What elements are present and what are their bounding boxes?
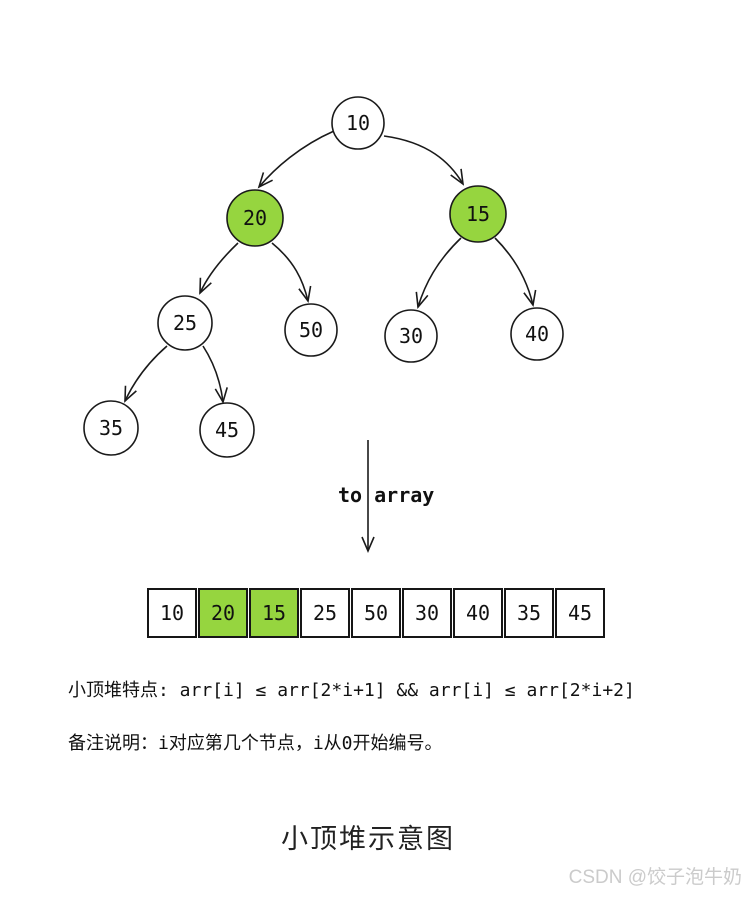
array-cell: 30: [402, 588, 452, 638]
tree-node-15: 15: [449, 185, 507, 243]
node-value: 15: [466, 202, 490, 226]
index-remark-note: 备注说明：i对应第几个节点，i从0开始编号。: [68, 733, 443, 754]
tree-svg: 10 20 15 25 50 30: [83, 96, 564, 554]
node-circle: [226, 189, 284, 247]
tree-node-45: 45: [199, 402, 255, 458]
node-value: 25: [173, 311, 197, 335]
array-cell: 20: [198, 588, 248, 638]
array-cell: 25: [300, 588, 350, 638]
edge-20-25: [199, 242, 239, 295]
edge-25-35: [124, 345, 168, 403]
node-circle: [199, 402, 255, 458]
node-value: 35: [99, 416, 123, 440]
edge-15-40: [494, 237, 537, 307]
watermark: CSDN @饺子泡牛奶: [568, 867, 742, 888]
node-value: 45: [215, 418, 239, 442]
tree-node-40: 40: [510, 307, 564, 361]
node-circle: [284, 303, 338, 357]
tree-node-20: 20: [226, 189, 284, 247]
node-circle: [510, 307, 564, 361]
node-value: 50: [299, 318, 323, 342]
array-cell: 40: [453, 588, 503, 638]
edge-25-45: [202, 345, 228, 405]
node-circle: [449, 185, 507, 243]
node-circle: [83, 400, 139, 456]
edge-20-50: [271, 242, 312, 303]
array-cell: 10: [147, 588, 197, 638]
tree-node-30: 30: [384, 309, 438, 363]
array-cell: 15: [249, 588, 299, 638]
tree-node-35: 35: [83, 400, 139, 456]
page-title: 小顶堆示意图: [281, 824, 455, 854]
tree-node-10: 10: [331, 96, 385, 150]
heap-tree-diagram: 10 20 15 25 50 30: [83, 96, 564, 554]
edge-10-15: [383, 135, 465, 186]
edge-10-20: [257, 130, 335, 189]
heap-array: 10 20 15 25 50 30 40 35 45: [147, 588, 605, 638]
tree-edges: [124, 130, 537, 554]
node-circle: [157, 295, 213, 351]
node-value: 20: [243, 206, 267, 230]
array-cell: 45: [555, 588, 605, 638]
to-array-label: to array: [338, 483, 434, 507]
tree-node-50: 50: [284, 303, 338, 357]
edge-15-30: [415, 237, 462, 309]
node-value: 30: [399, 324, 423, 348]
node-value: 10: [346, 111, 370, 135]
array-cell: 50: [351, 588, 401, 638]
heap-property-note: 小顶堆特点: arr[i] ≤ arr[2*i+1] && arr[i] ≤ a…: [68, 680, 635, 701]
node-value: 40: [525, 322, 549, 346]
array-cell: 35: [504, 588, 554, 638]
tree-node-25: 25: [157, 295, 213, 351]
node-circle: [384, 309, 438, 363]
node-circle: [331, 96, 385, 150]
tree-nodes: 10 20 15 25 50 30: [83, 96, 564, 458]
